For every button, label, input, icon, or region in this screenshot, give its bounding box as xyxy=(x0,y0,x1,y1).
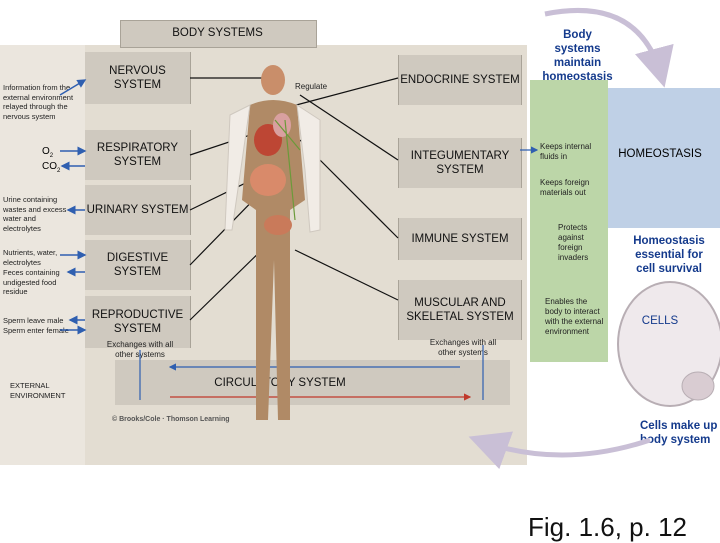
immune-system-box: IMMUNE SYSTEM xyxy=(398,218,522,260)
endocrine-system-box: ENDOCRINE SYSTEM xyxy=(398,55,522,105)
cells-make-note: Cells make up body system xyxy=(640,420,718,446)
reproductive-system-box: REPRODUCTIVE SYSTEM xyxy=(85,296,191,348)
homeostasis-essential: Homeostasis essential for cell survival xyxy=(633,235,705,275)
co2-text: CO xyxy=(42,161,57,172)
digestive-system-box: DIGESTIVE SYSTEM xyxy=(85,240,191,290)
green-bar xyxy=(530,80,608,362)
respiratory-system-box: RESPIRATORY SYSTEM xyxy=(85,130,191,180)
figure-caption: Fig. 1.6, p. 12 xyxy=(528,512,687,542)
o2-text: O xyxy=(42,146,50,157)
note-protects: Protects against foreign invaders xyxy=(558,223,589,262)
urinary-system-box: URINARY SYSTEM xyxy=(85,185,191,235)
note-keeps-foreign: Keeps foreign materials out xyxy=(540,178,590,197)
line-integumentary xyxy=(299,94,399,161)
regulate-label: Regulate xyxy=(295,82,328,91)
note-o2: O2 xyxy=(42,146,53,159)
note-external-environment: EXTERNAL ENVIRONMENT xyxy=(10,381,66,400)
musculoskeletal-system-box: MUSCULAR AND SKELETAL SYSTEM xyxy=(398,280,522,340)
note-nutrients: Nutrients, water, electrolytes xyxy=(3,248,58,267)
note-co2: CO2 xyxy=(42,161,60,174)
o2-sub: 2 xyxy=(49,153,54,159)
cell-illustration xyxy=(617,281,720,407)
loop-arrow-top xyxy=(544,8,674,88)
line-musculoskeletal xyxy=(294,249,399,301)
homeostasis-box xyxy=(608,88,720,228)
note-external-info: Information from the external environmen… xyxy=(3,83,74,121)
page-title: BODY SYSTEMS xyxy=(172,27,263,39)
credit-text: © Brooks/Cole · Thomson Learning xyxy=(112,416,230,423)
co2-sub: 2 xyxy=(57,168,61,174)
homeostasis-label: HOMEOSTASIS xyxy=(618,148,702,160)
loop-arrow-bottom xyxy=(468,431,651,470)
note-urine: Urine containing wastes and excess water… xyxy=(3,195,67,233)
exchanges-right-label: Exchanges with all other systems xyxy=(429,338,497,357)
line-endocrine xyxy=(284,77,399,109)
cells-label: CELLS xyxy=(641,315,679,327)
note-feces: Feces containing undigested food residue xyxy=(3,268,60,296)
note-sperm: Sperm leave male Sperm enter female xyxy=(3,316,69,335)
integumentary-system-box: INTEGUMENTARY SYSTEM xyxy=(398,138,522,188)
arrow-info xyxy=(59,79,87,96)
human-figure xyxy=(224,65,321,420)
title-box xyxy=(120,20,317,48)
note-keeps-internal: Keeps internal fluids in xyxy=(540,142,592,161)
note-enables: Enables the body to interact with the ex… xyxy=(545,297,604,336)
